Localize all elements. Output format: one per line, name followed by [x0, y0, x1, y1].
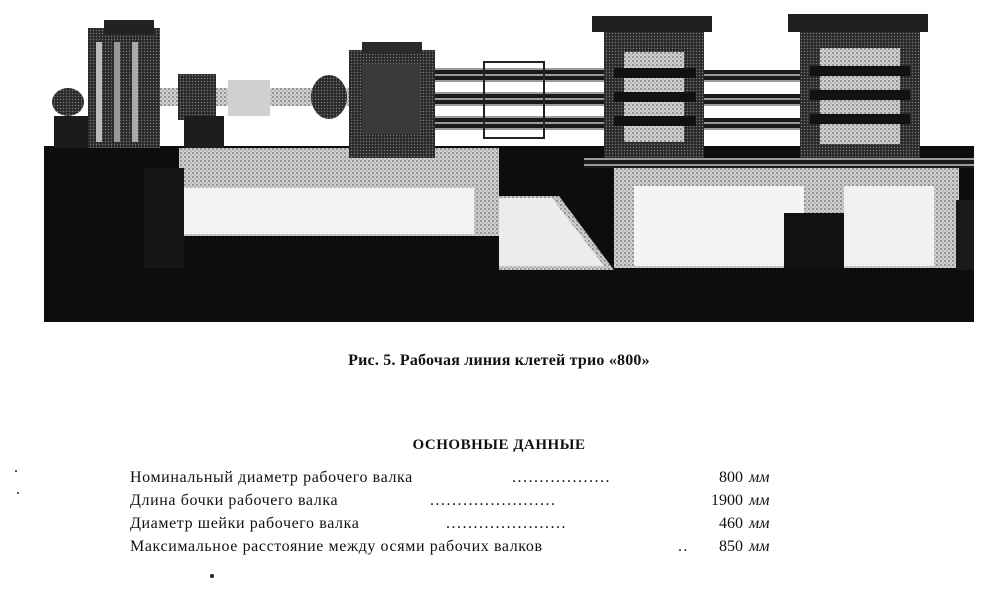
- spec-row: Длина бочки рабочего валка .............…: [130, 489, 830, 512]
- interstand-spindle-mid: [704, 94, 804, 106]
- stand-2-roll-a: [810, 66, 910, 76]
- foundation-light-right-2: [844, 186, 934, 266]
- stand-1-roll-a: [614, 68, 696, 78]
- flywheel-rib-2: [114, 42, 120, 142]
- spec-label: Максимальное расстояние между осями рабо…: [130, 538, 543, 555]
- pinion-stand-face: [362, 64, 420, 134]
- pinion-stand-top: [362, 42, 422, 54]
- coupling-3: [311, 75, 347, 119]
- print-speck: [210, 574, 214, 578]
- motor-cap: [104, 20, 154, 34]
- stand-1-roll-b: [614, 92, 696, 102]
- interstand-spindle-bottom: [704, 118, 804, 130]
- print-speck: [15, 470, 17, 472]
- motor-pedestal: [54, 116, 94, 148]
- coupling-2: [228, 80, 270, 116]
- spec-label: Номинальный диаметр рабочего валка: [130, 469, 413, 486]
- figure-caption: Рис. 5. Рабочая линия клетей трио «800»: [348, 352, 650, 369]
- foundation-pit: [144, 168, 184, 268]
- spec-value: 1900: [711, 492, 743, 509]
- rolling-mill-illustration: [44, 8, 974, 326]
- bearing-support: [184, 116, 224, 148]
- flywheel-rib-3: [132, 42, 138, 142]
- foundation-light-right: [634, 186, 804, 266]
- spec-value: 460: [719, 515, 743, 532]
- spec-leader-dots: ..: [678, 538, 689, 555]
- stand-1-crown: [592, 16, 712, 32]
- foundation-light-panel: [179, 188, 474, 234]
- spindle-carrier: [483, 61, 545, 139]
- spec-label: Длина бочки рабочего валка: [130, 492, 339, 509]
- spec-unit: мм: [749, 469, 770, 486]
- spec-unit: мм: [749, 515, 770, 532]
- spec-value: 800: [719, 469, 743, 486]
- specs-title: ОСНОВНЫЕ ДАННЫЕ: [412, 437, 586, 453]
- stand-2-roll-b: [810, 90, 910, 100]
- spec-value: 850: [719, 538, 743, 555]
- spec-unit: мм: [749, 492, 770, 509]
- stand-2-roll-c: [810, 114, 910, 124]
- coupling-1: [178, 74, 216, 120]
- spec-row: Диаметр шейки рабочего валка ...........…: [130, 512, 830, 535]
- spec-unit: мм: [749, 538, 770, 555]
- base-rail: [584, 158, 974, 168]
- stand-1-roll-c: [614, 116, 696, 126]
- print-speck: [17, 492, 19, 494]
- spec-row: Максимальное расстояние между осями рабо…: [130, 535, 830, 558]
- spec-leader-dots: ..................: [512, 469, 611, 486]
- spec-label: Диаметр шейки рабочего валка: [130, 515, 360, 532]
- motor-shaft-end: [52, 88, 84, 116]
- flywheel-rib-1: [96, 42, 102, 142]
- stand-2-crown: [788, 14, 928, 32]
- spec-leader-dots: .......................: [430, 492, 557, 509]
- foundation-notch: [784, 213, 844, 268]
- right-end-post: [956, 200, 974, 270]
- spec-leader-dots: ......................: [446, 515, 567, 532]
- specs-table: Номинальный диаметр рабочего валка .....…: [130, 466, 830, 558]
- interstand-spindle-top: [704, 70, 804, 82]
- foundation-step: [499, 198, 604, 266]
- spec-row: Номинальный диаметр рабочего валка .....…: [130, 466, 830, 489]
